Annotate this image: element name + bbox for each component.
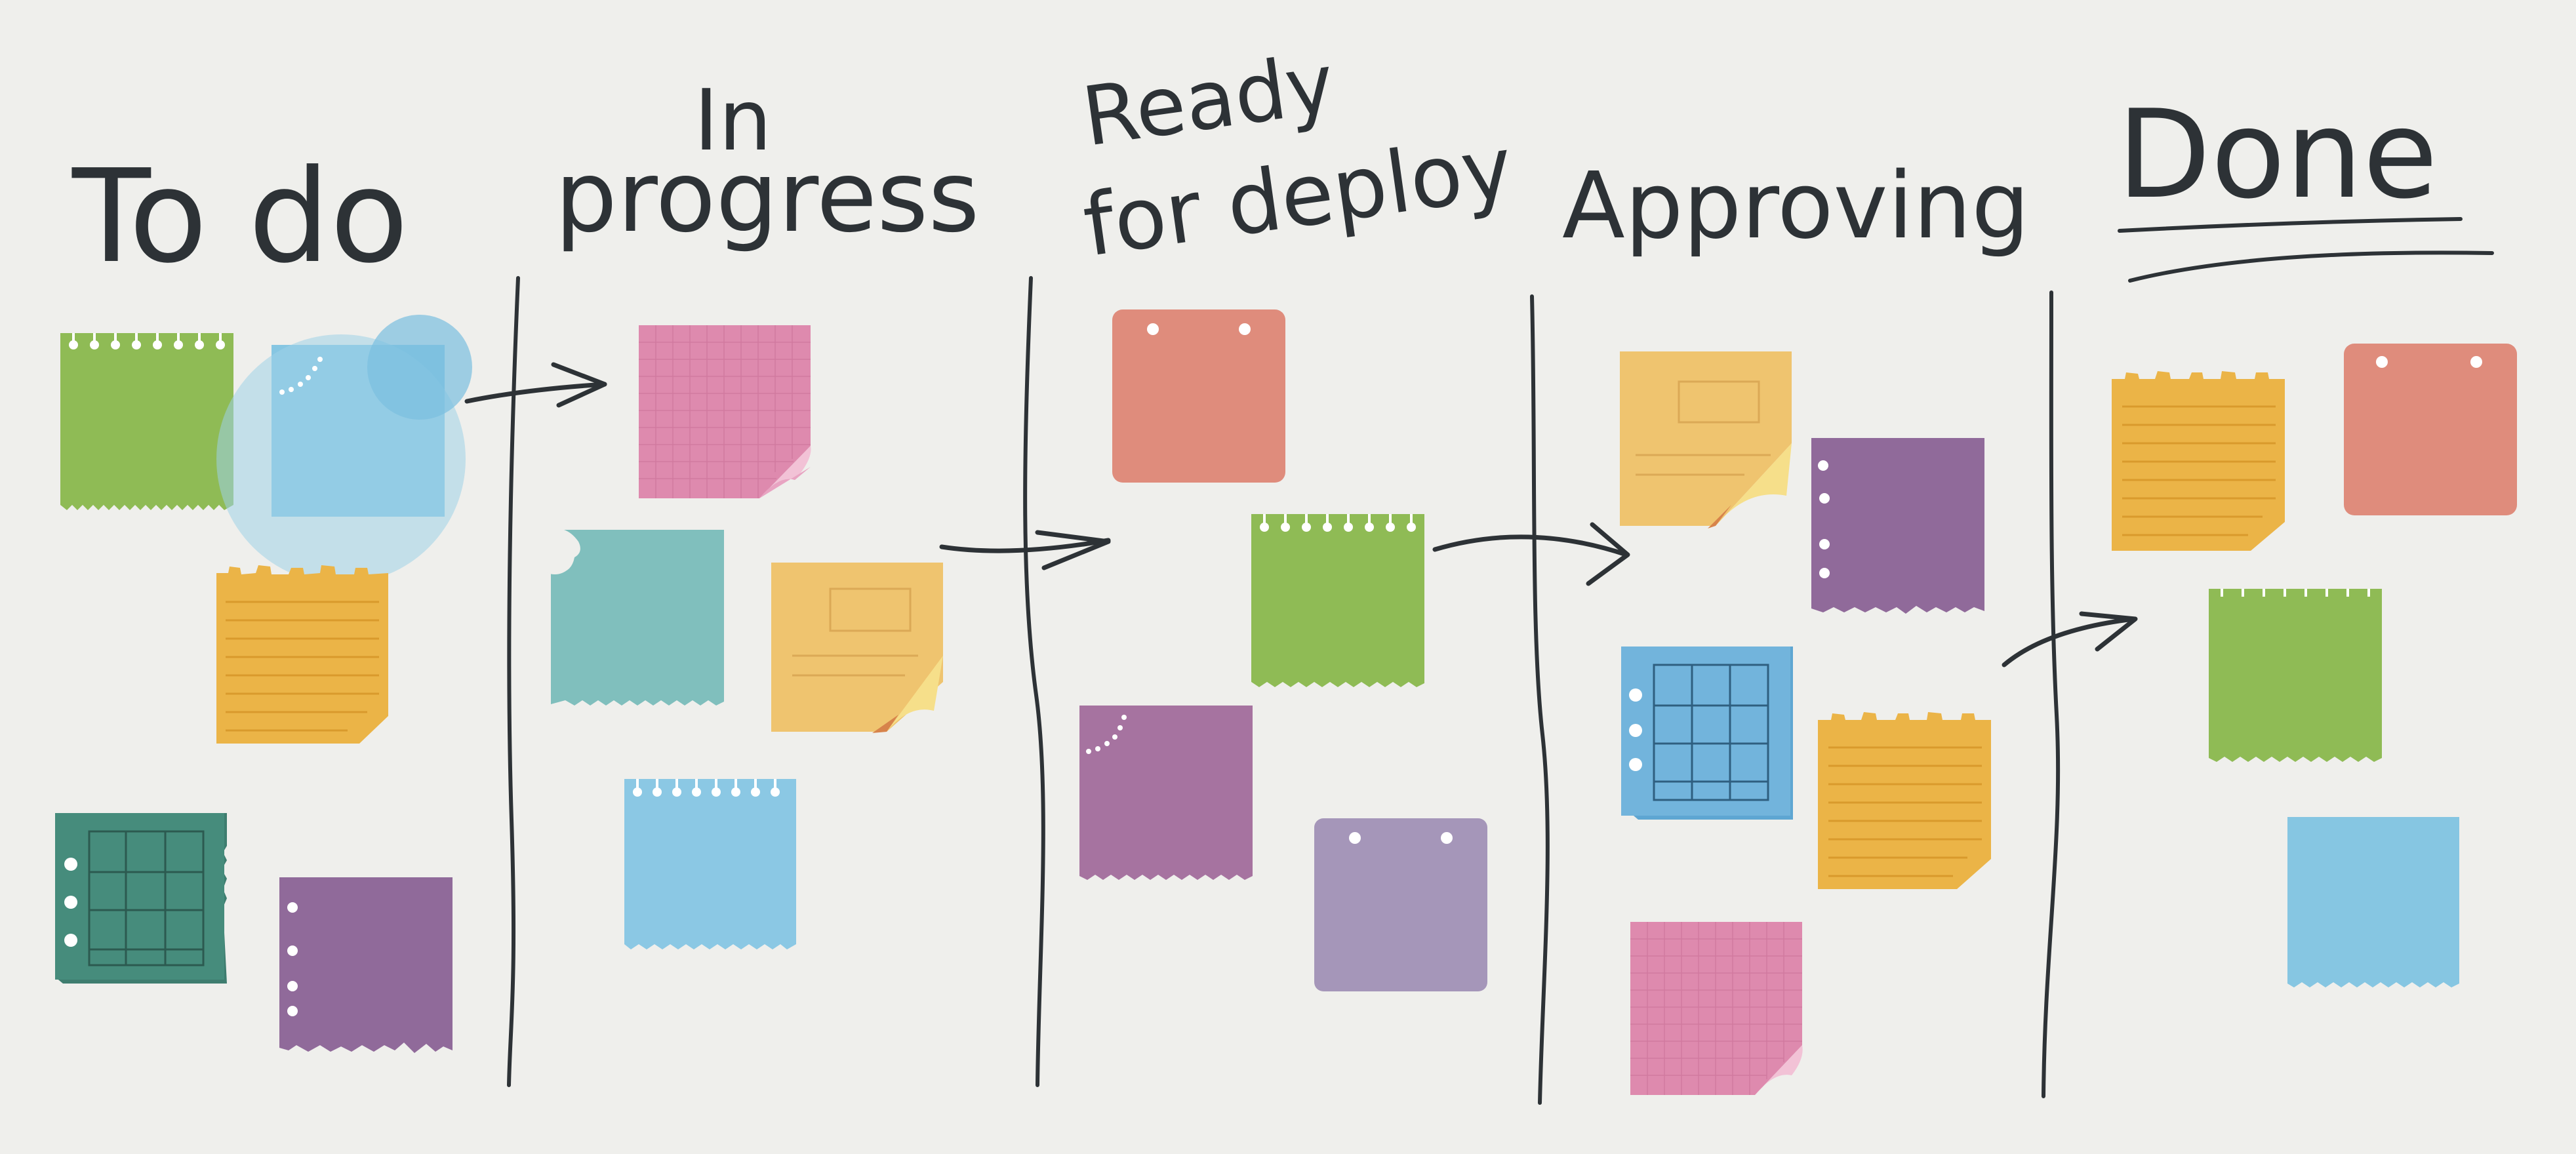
arrow-todo-to-progress: [464, 382, 607, 404]
sticky-note-mid-blue-grid[interactable]: [1621, 647, 1793, 820]
done-underline-1: [2118, 217, 2463, 233]
sticky-note-purple-2[interactable]: [1811, 438, 1984, 614]
sticky-note-teal[interactable]: [535, 530, 724, 706]
sticky-note-purple[interactable]: [279, 877, 453, 1053]
column-divider-2: [1023, 276, 1045, 1087]
column-title-in-progress-line1: In: [694, 72, 772, 170]
arrow-ready-to-approving: [1432, 534, 1629, 557]
column-title-in-progress-line2: progress: [555, 140, 980, 254]
sticky-note-orange-lined-2[interactable]: [1818, 712, 1991, 889]
arrow-progress-to-ready: [939, 538, 1111, 553]
sticky-note-blue-2[interactable]: [2287, 817, 2459, 987]
sticky-note-dark-green-grid[interactable]: [55, 813, 227, 984]
arrow-approving-to-done: [2002, 616, 2137, 667]
arrow-ready-to-approving-head: [1586, 522, 1630, 586]
sticky-note-pink-grid[interactable]: [639, 325, 811, 498]
sticky-note-green-3[interactable]: [2209, 589, 2382, 762]
sticky-note-green[interactable]: [60, 333, 233, 510]
column-divider-1: [507, 276, 520, 1087]
arrow-todo-to-progress-head: [551, 362, 607, 408]
sticky-note-magenta[interactable]: [1079, 706, 1253, 880]
sticky-note-lavender[interactable]: [1314, 818, 1487, 991]
sticky-note-light-blue-spiral[interactable]: [624, 779, 796, 949]
sticky-note-pink-grid-2[interactable]: [1630, 922, 1803, 1095]
sticky-note-pale-orange-2[interactable]: [1620, 351, 1792, 528]
column-title-done: Done: [2117, 83, 2438, 226]
sticky-note-pale-orange[interactable]: [771, 563, 943, 733]
sticky-note-orange-lined-3[interactable]: [2112, 371, 2285, 551]
sticky-note-green-2[interactable]: [1251, 514, 1424, 687]
column-divider-3: [1530, 294, 1550, 1105]
arrow-progress-to-ready-head: [1035, 530, 1111, 570]
column-title-approving: Approving: [1562, 153, 2030, 260]
arrow-approving-to-done-head: [2079, 611, 2138, 652]
sticky-note-blue[interactable]: [216, 315, 472, 584]
sticky-note-salmon-2[interactable]: [2344, 344, 2517, 515]
column-divider-4: [2042, 290, 2061, 1098]
sticky-note-salmon[interactable]: [1112, 309, 1285, 483]
sticky-note-orange-lined[interactable]: [216, 565, 388, 744]
column-title-todo: To do: [71, 142, 409, 292]
done-underline-2: [2128, 250, 2494, 283]
